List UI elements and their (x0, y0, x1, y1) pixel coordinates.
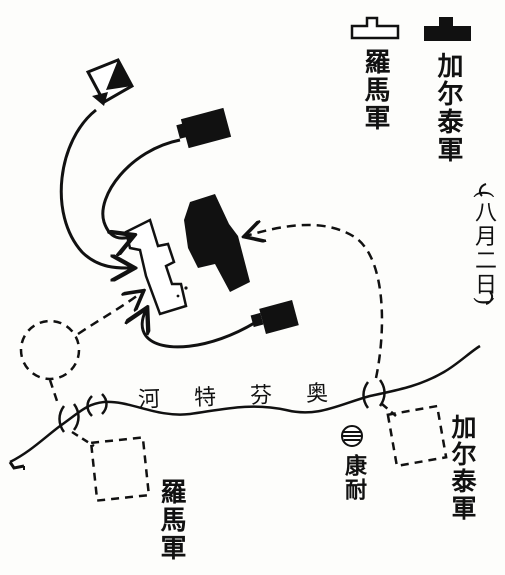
roman-army-label: 羅馬軍 (156, 478, 186, 562)
carthage-unit-bottom (250, 300, 299, 334)
date-label: (八月二日) (471, 190, 496, 308)
legend-roman-symbol (350, 16, 400, 40)
dashed-arrow-right (246, 225, 384, 379)
legend-carthage-label: 加尔泰軍 (433, 52, 463, 164)
river-line (9, 344, 481, 464)
flank-arrow-upper (101, 138, 181, 238)
roman-cavalry-unit (85, 58, 135, 106)
flank-arrow-lower (142, 310, 257, 349)
cavalry-attack-arrow (59, 108, 132, 268)
dashed-circle-camp (19, 319, 81, 381)
dashed-arrow-left (77, 292, 142, 336)
legend-carthage-symbol (424, 17, 471, 41)
carthage-army-label: 加尔泰軍 (448, 414, 477, 522)
ford-left (58, 393, 108, 433)
carthage-unit-top (176, 107, 232, 149)
roman-main-formation (124, 218, 188, 316)
town-label: 康耐 (341, 454, 367, 502)
dashed-square-camp-right (386, 404, 448, 468)
legend-roman-label: 羅馬軍 (360, 48, 390, 132)
town-marker (341, 425, 363, 447)
ford-right (362, 379, 386, 409)
dashed-square-camp-left (89, 436, 151, 502)
carthage-main-formation (184, 194, 250, 292)
